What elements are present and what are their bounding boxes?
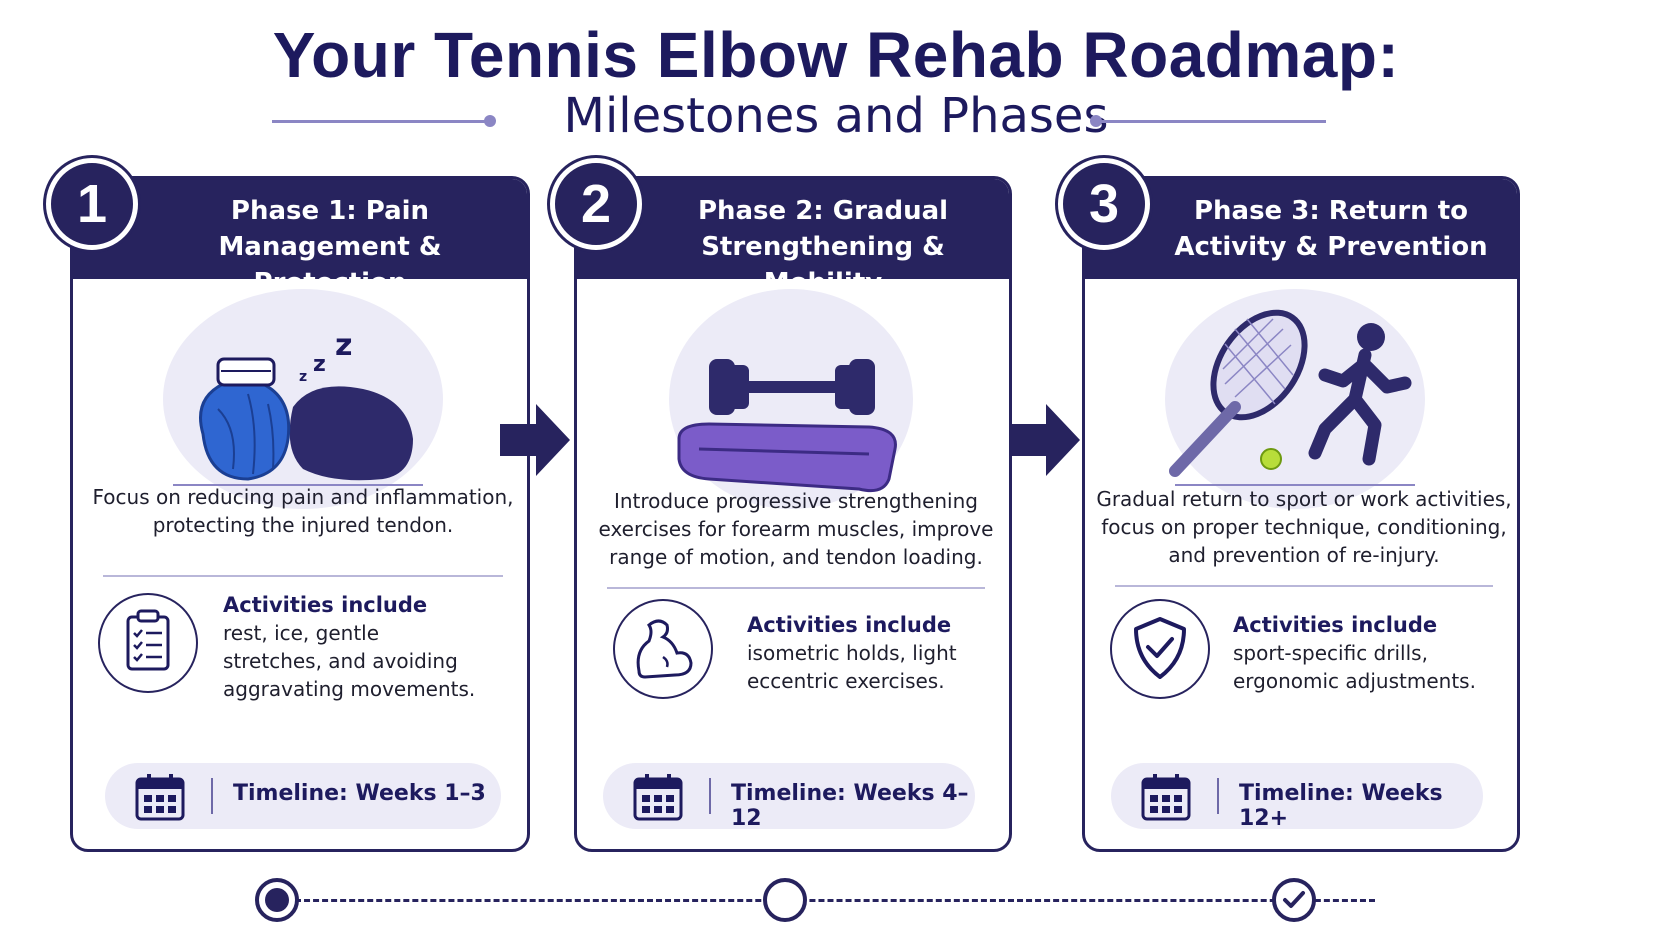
progress-step-3 (1272, 878, 1316, 922)
phase-3-timeline-label: Timeline: Weeks 12+ (1239, 781, 1443, 831)
phase-2-divider (607, 587, 985, 589)
subtitle-right-dot (1090, 115, 1102, 127)
phase-1-activities-heading: Activities include (223, 593, 428, 617)
arrow-right-icon (1010, 404, 1080, 476)
phase-3-title: Phase 3: Return to Activity & Prevention (1085, 179, 1517, 279)
phase-2-card: Phase 2: Gradual Strengthening & Mobilit… (574, 176, 1012, 852)
dumbbell-and-resistance-band-icon (669, 289, 913, 509)
phase-2-title: Phase 2: Gradual Strengthening & Mobilit… (577, 179, 1009, 298)
svg-text:z: z (335, 328, 352, 363)
phase-1-number-badge: 1 (46, 158, 138, 250)
phase-3-activities: sport-specific drills, ergonomic adjustm… (1233, 641, 1476, 693)
page-title: Your Tennis Elbow Rehab Roadmap: (272, 19, 1400, 91)
subtitle-left-dot (484, 115, 496, 127)
clipboard-checklist-icon (98, 593, 198, 693)
calendar-icon (135, 774, 185, 821)
progress-step-1 (255, 878, 299, 922)
phase-2-number-badge: 2 (550, 158, 642, 250)
subtitle-right-rule (1100, 120, 1326, 123)
phase-1-divider (103, 575, 503, 577)
arrow-right-icon (500, 404, 570, 476)
timeline-separator (211, 778, 213, 814)
progress-step-1-fill (265, 888, 289, 912)
progress-track (295, 899, 1375, 902)
phase-1-activities: rest, ice, gentle stretches, and avoidin… (223, 621, 476, 701)
page-subtitle: Milestones and Phases (563, 88, 1109, 144)
phase-3-card: Phase 3: Return to Activity & Prevention… (1082, 176, 1520, 852)
shield-check-icon (1110, 599, 1210, 699)
phase-2-activities-heading: Activities include (747, 613, 952, 637)
calendar-icon (1141, 774, 1191, 821)
phase-1-title: Phase 1: Pain Management & Protection (73, 179, 527, 298)
svg-text:z: z (299, 369, 307, 385)
phase-3-timeline: Timeline: Weeks 12+ (1111, 763, 1483, 831)
phase-3-activities-heading: Activities include (1233, 613, 1438, 637)
phase-1-timeline-label: Timeline: Weeks 1–3 (233, 781, 486, 806)
calendar-icon (633, 774, 683, 821)
ice-pack-and-pillow-icon: z z z (163, 289, 443, 509)
phase-2-description: Introduce progressive strengthening exer… (598, 489, 994, 569)
phase-3-description: Gradual return to sport or work activiti… (1096, 487, 1512, 567)
phase-1-description: Focus on reducing pain and inflammation,… (92, 485, 514, 537)
phase-3-number-badge: 3 (1058, 158, 1150, 250)
phase-1-card: Phase 1: Pain Management & Protection z … (70, 176, 530, 852)
checkmark-icon (1283, 891, 1305, 908)
phase-1-timeline: Timeline: Weeks 1–3 (105, 763, 501, 829)
flexed-arm-icon (613, 599, 713, 699)
subtitle-left-rule (272, 120, 488, 123)
svg-text:z: z (313, 352, 326, 377)
phase-2-timeline: Timeline: Weeks 4–12 (603, 763, 975, 831)
phase-3-divider (1115, 585, 1493, 587)
timeline-separator (1217, 778, 1219, 814)
timeline-separator (709, 778, 711, 814)
phase-2-activities: isometric holds, light eccentric exercis… (747, 641, 957, 693)
tennis-racket-and-runner-icon (1165, 289, 1425, 509)
progress-step-2 (763, 878, 807, 922)
phase-2-timeline-label: Timeline: Weeks 4–12 (731, 781, 969, 831)
